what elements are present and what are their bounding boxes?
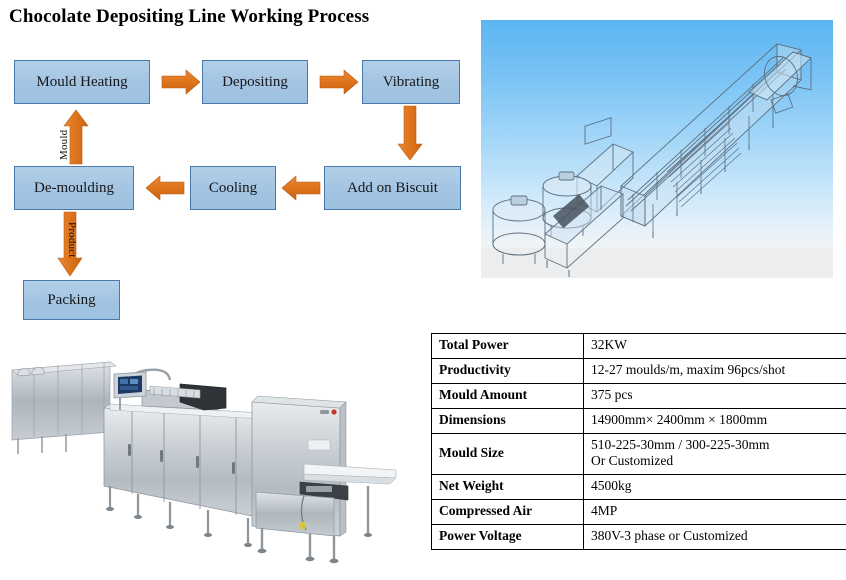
arrow-depositing-to-vibrating: [319, 69, 359, 95]
table-row: Mould Amount 375 pcs: [431, 382, 846, 409]
arrow-label-mould: Mould: [58, 129, 70, 160]
spec-key: Mould Amount: [431, 382, 584, 409]
spec-value-line2: Or Customized: [591, 453, 674, 469]
cad-render-drawing: [492, 43, 812, 277]
flow-node-cooling: Cooling: [190, 166, 276, 210]
cad-floor-strip: [481, 248, 833, 278]
spec-value: 380V-3 phase or Customized: [583, 524, 846, 550]
flow-node-label: Depositing: [222, 73, 288, 90]
spec-key: Net Weight: [431, 474, 584, 501]
flow-node-packing: Packing: [23, 280, 120, 320]
arrow-vibrating-to-add-on-biscuit: [397, 105, 423, 161]
spec-key: Compressed Air: [431, 499, 584, 525]
process-flowchart: Mould Heating Depositing Vibrating Add o…: [0, 0, 470, 330]
flow-node-label: Packing: [47, 291, 96, 308]
machine-photo-image: [4, 336, 416, 578]
spec-value: 14900mm× 2400mm × 1800mm: [583, 407, 846, 434]
arrow-add-on-biscuit-to-cooling: [281, 175, 321, 201]
flow-node-label: Add on Biscuit: [347, 179, 438, 196]
flow-node-vibrating: Vibrating: [362, 60, 460, 104]
spec-key: Total Power: [431, 333, 584, 359]
flow-node-label: Vibrating: [382, 73, 440, 90]
flow-node-label: Mould Heating: [36, 73, 128, 90]
spec-value: 12-27 moulds/m, maxim 96pcs/shot: [583, 357, 846, 384]
spec-value-line1: 510-225-30mm / 300-225-30mm: [591, 436, 770, 452]
table-row: Mould Size 510-225-30mm / 300-225-30mm O…: [431, 432, 846, 476]
flow-node-label: Cooling: [208, 179, 258, 196]
spec-value: 4500kg: [583, 474, 846, 501]
table-row: Productivity 12-27 moulds/m, maxim 96pcs…: [431, 357, 846, 384]
flow-node-label: De-moulding: [34, 179, 114, 196]
arrow-label-product: Product: [66, 222, 78, 258]
flow-node-depositing: Depositing: [202, 60, 308, 104]
spec-value: 510-225-30mm / 300-225-30mm Or Customize…: [583, 432, 846, 476]
spec-key: Power Voltage: [431, 524, 584, 550]
cad-render-image: [481, 20, 833, 278]
flow-node-de-moulding: De-moulding: [14, 166, 134, 210]
spec-key: Productivity: [431, 357, 584, 384]
table-row: Dimensions 14900mm× 2400mm × 1800mm: [431, 407, 846, 434]
flow-node-add-on-biscuit: Add on Biscuit: [324, 166, 461, 210]
flow-node-mould-heating: Mould Heating: [14, 60, 150, 104]
machine-photo-drawing: [11, 361, 397, 564]
arrow-mould-heating-to-depositing: [161, 69, 201, 95]
spec-value: 32KW: [583, 333, 846, 359]
specifications-table: Total Power 32KW Productivity 12-27 moul…: [431, 333, 846, 550]
table-row: Power Voltage 380V-3 phase or Customized: [431, 524, 846, 550]
arrow-cooling-to-de-moulding: [145, 175, 185, 201]
spec-value: 375 pcs: [583, 382, 846, 409]
page-title: Chocolate Depositing Line Working Proces…: [9, 6, 370, 27]
table-row: Total Power 32KW: [431, 333, 846, 359]
table-row: Compressed Air 4MP: [431, 499, 846, 525]
spec-key: Dimensions: [431, 407, 584, 434]
spec-key: Mould Size: [431, 432, 584, 476]
table-row: Net Weight 4500kg: [431, 474, 846, 501]
spec-value: 4MP: [583, 499, 846, 525]
